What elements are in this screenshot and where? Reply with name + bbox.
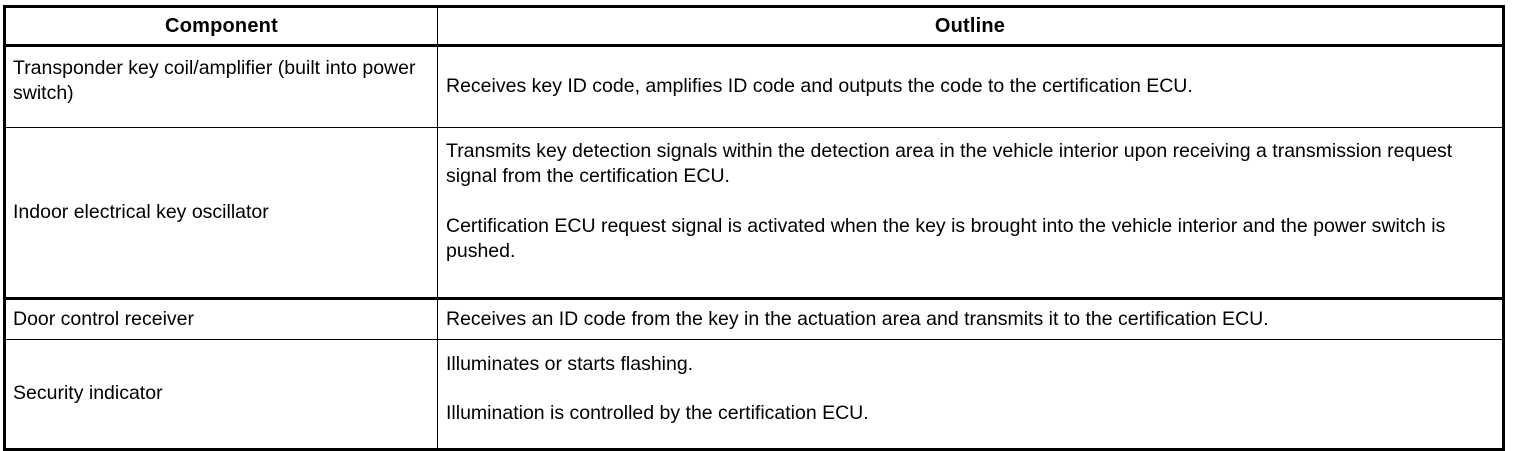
page-canvas: Component Outline Transponder key coil/a… xyxy=(3,5,1505,451)
cell-outline-4: Illuminates or starts flashing. Illumina… xyxy=(437,339,1504,450)
cell-component-3: Door control receiver xyxy=(4,298,438,340)
table-header: Component Outline xyxy=(4,6,1504,47)
component-outline-table: Component Outline Transponder key coil/a… xyxy=(3,5,1505,451)
cell-component-2: Indoor electrical key oscillator xyxy=(4,127,438,300)
cell-outline-2: Transmits key detection signals within t… xyxy=(437,127,1504,300)
outline-paragraph: Receives key ID code, amplifies ID code … xyxy=(446,75,1193,98)
table-row: Transponder key coil/amplifier (built in… xyxy=(4,45,1504,128)
cell-outline-1: Receives key ID code, amplifies ID code … xyxy=(437,45,1504,128)
cell-component-1: Transponder key coil/amplifier (built in… xyxy=(4,45,438,128)
column-header-outline: Outline xyxy=(437,6,1504,47)
table-row: Door control receiver Receives an ID cod… xyxy=(4,298,1504,340)
table-header-row: Component Outline xyxy=(4,6,1504,47)
cell-outline-3: Receives an ID code from the key in the … xyxy=(437,298,1504,340)
outline-paragraph: Certification ECU request signal is acti… xyxy=(446,214,1446,263)
table-row: Indoor electrical key oscillator Transmi… xyxy=(4,127,1504,300)
cell-component-4: Security indicator xyxy=(4,339,438,450)
table-body: Transponder key coil/amplifier (built in… xyxy=(4,45,1504,450)
outline-paragraph: Receives an ID code from the key in the … xyxy=(446,307,1269,330)
table-row: Security indicator Illuminates or starts… xyxy=(4,339,1504,450)
outline-paragraph: Illumination is controlled by the certif… xyxy=(446,402,869,425)
column-header-component: Component xyxy=(4,6,438,47)
outline-paragraph: Transmits key detection signals within t… xyxy=(446,140,1453,188)
outline-paragraph: Illuminates or starts flashing. xyxy=(446,353,694,375)
